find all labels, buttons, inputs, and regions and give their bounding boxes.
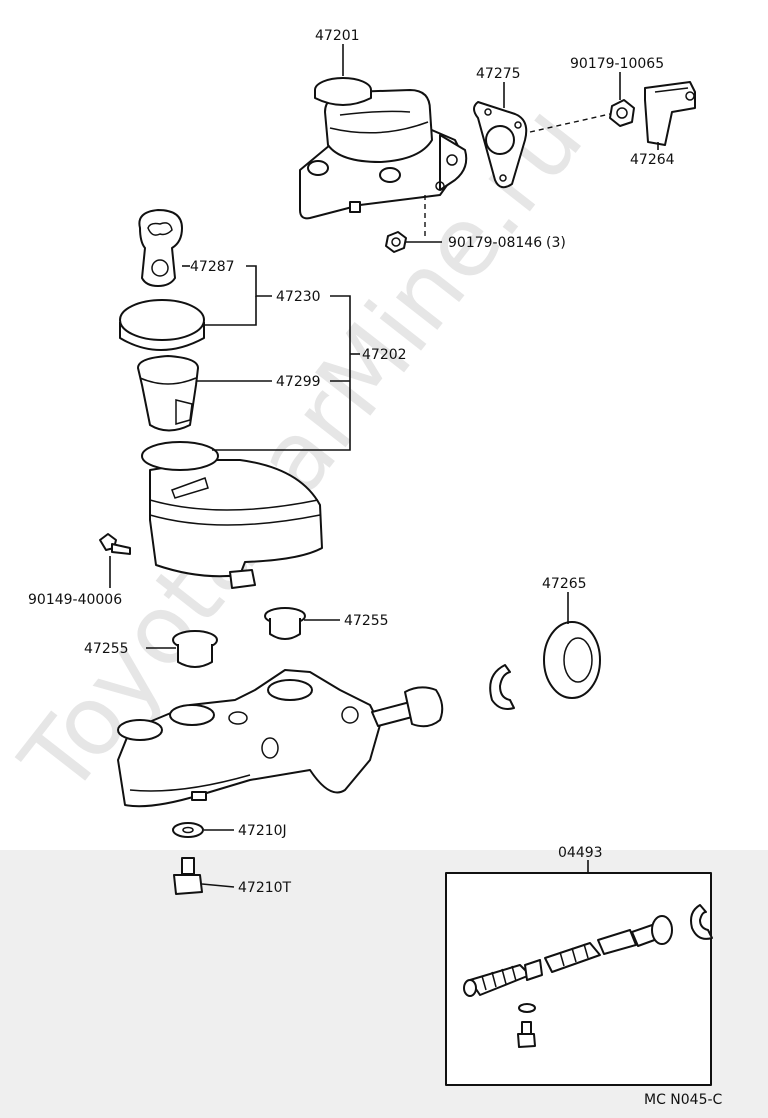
gasket-47275: [473, 101, 528, 189]
label-47255-right: 47255: [344, 613, 389, 629]
diagram-code: MC N045-C: [644, 1092, 723, 1108]
screw-90149-40006: [99, 533, 131, 555]
label-47210T: 47210T: [238, 880, 292, 896]
bolt-90179-08146: [385, 231, 407, 253]
kit-bolt: [517, 1021, 536, 1048]
label-04493: 04493: [558, 845, 603, 861]
grommet-47255-left: [172, 630, 218, 668]
clevis-47264: [644, 81, 696, 146]
label-47287: 47287: [190, 259, 235, 275]
label-90179-08146: 90179-08146: [448, 235, 542, 251]
master-cylinder-assembly-top: [299, 77, 468, 220]
label-47255-left: 47255: [84, 641, 129, 657]
grommet-47255-right: [264, 607, 306, 640]
kit-washer: [518, 1003, 536, 1013]
label-90179-10065: 90179-10065: [570, 56, 664, 72]
label-47201: 47201: [315, 28, 360, 44]
kit-snap-ring: [690, 904, 713, 940]
label-90149-40006: 90149-40006: [28, 592, 122, 608]
label-47230: 47230: [276, 289, 321, 305]
cap-retainer-47287: [138, 209, 183, 287]
bolt-47210T: [173, 857, 203, 895]
label-47265: 47265: [542, 576, 587, 592]
label-47299: 47299: [276, 374, 321, 390]
reservoir-47202: [141, 441, 323, 589]
reservoir-cap-47230: [119, 299, 205, 351]
label-47202: 47202: [362, 347, 407, 363]
seal-47265: [543, 621, 601, 699]
gasket-47210J: [172, 822, 204, 838]
label-qty-08146: (3): [546, 235, 566, 251]
snap-ring: [489, 664, 515, 710]
strainer-47299: [137, 355, 199, 432]
label-47264: 47264: [630, 152, 675, 168]
nut-90179-10065: [609, 99, 635, 127]
label-47210J: 47210J: [238, 823, 287, 839]
master-cylinder-body: [117, 669, 444, 808]
piston-kit-assembly: [463, 915, 673, 997]
label-47275: 47275: [476, 66, 521, 82]
